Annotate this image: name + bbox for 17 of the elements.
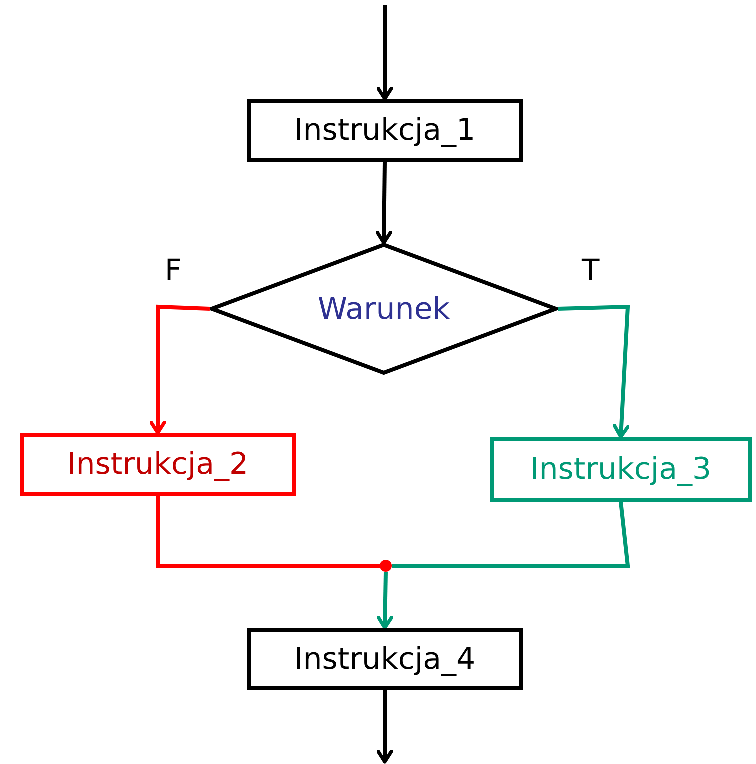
node-text: Warunek xyxy=(318,292,450,326)
process-box xyxy=(247,628,523,690)
arrow xyxy=(558,304,630,439)
node-text: Instrukcja_1 xyxy=(294,113,476,148)
junction-dot xyxy=(380,560,392,572)
node-text: Instrukcja_3 xyxy=(530,452,712,487)
process-box xyxy=(490,437,752,502)
arrow xyxy=(376,690,394,764)
process-box xyxy=(247,99,523,162)
arrow xyxy=(375,162,393,245)
node-text: Instrukcja_4 xyxy=(294,642,476,676)
process-box xyxy=(20,433,296,496)
arrow xyxy=(376,5,394,101)
arrow xyxy=(376,572,394,630)
node-text: Instrukcja_2 xyxy=(67,447,249,482)
arrow xyxy=(149,304,210,435)
decision-diamond xyxy=(210,243,558,375)
